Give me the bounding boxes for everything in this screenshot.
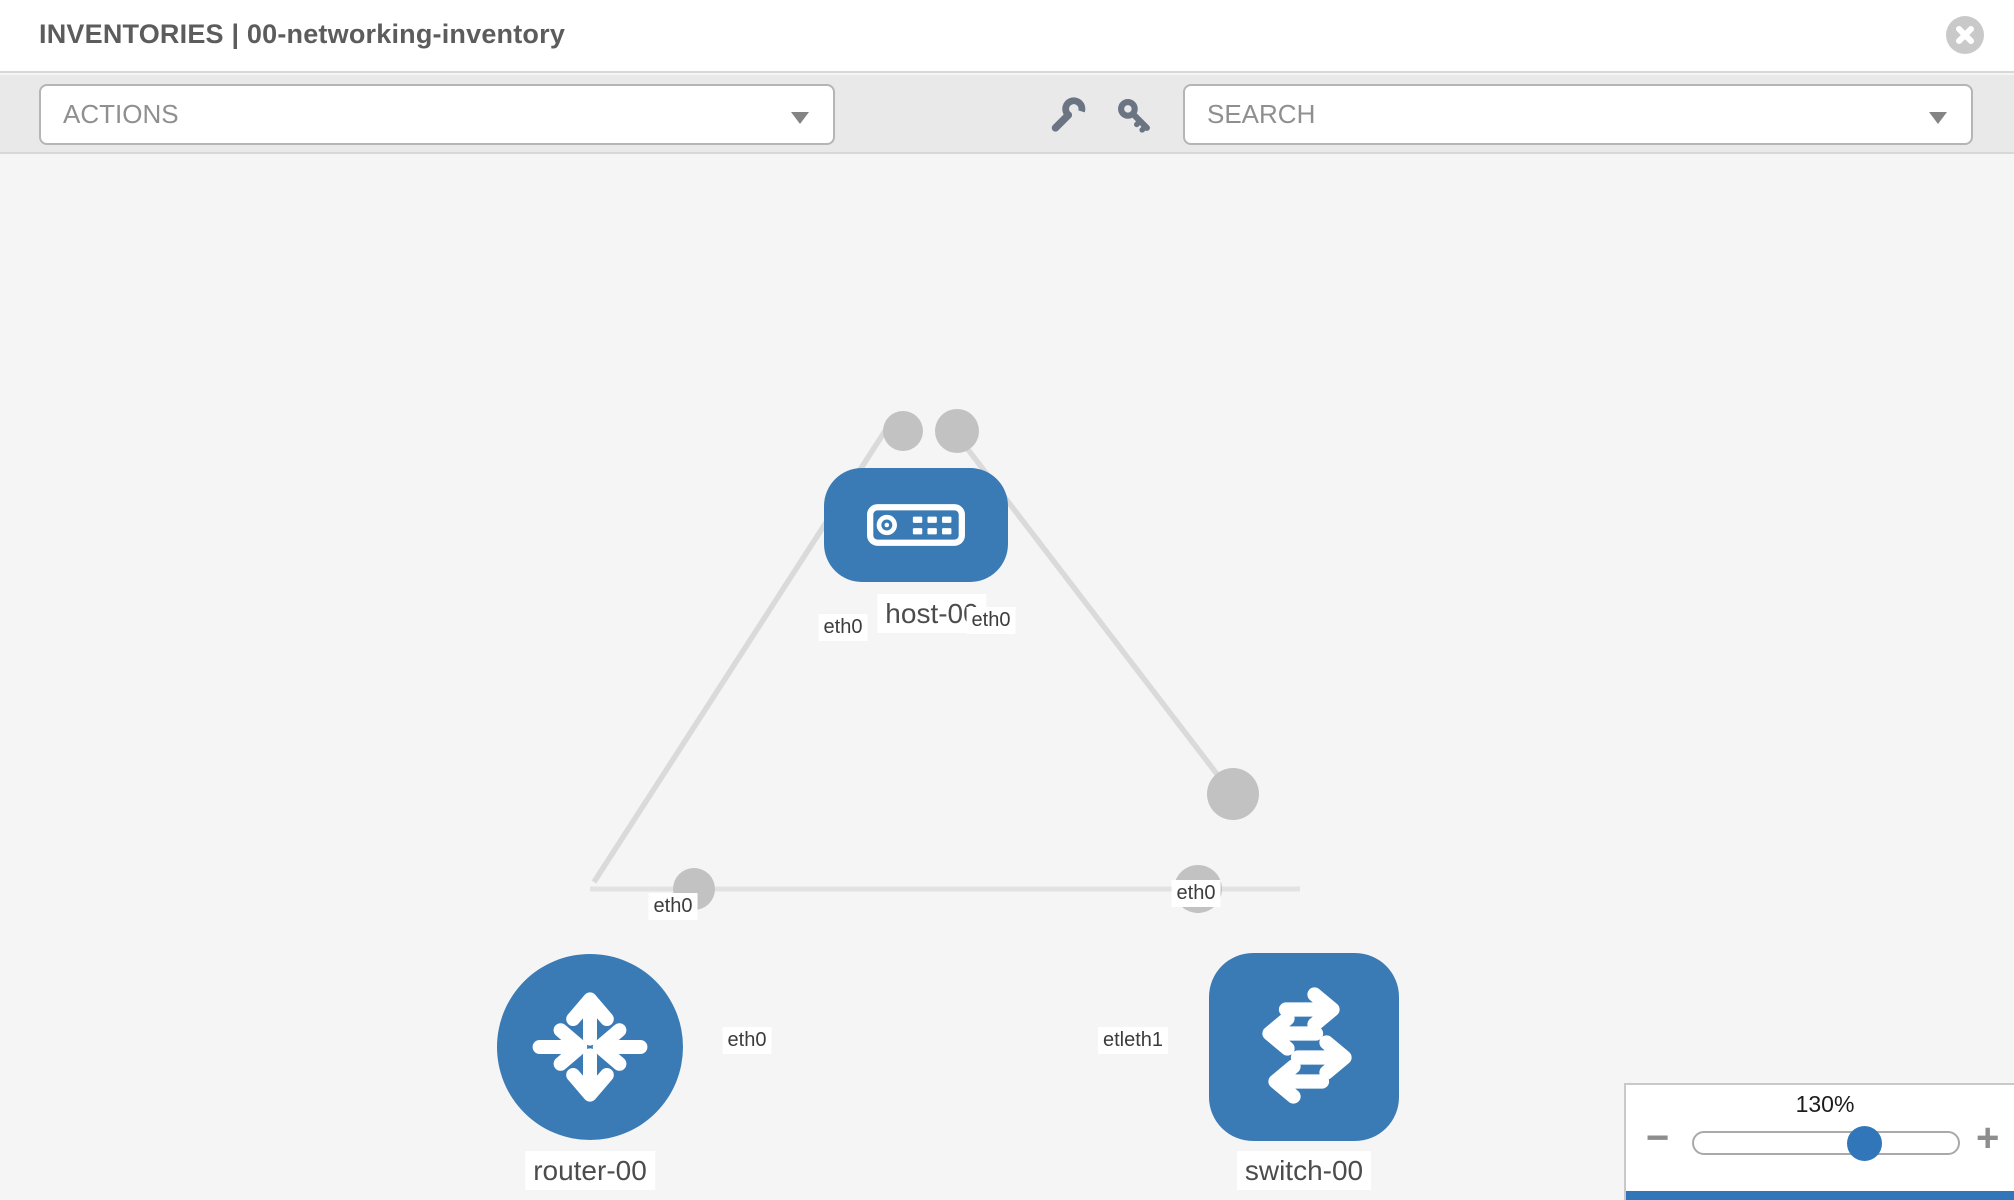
close-button[interactable]: [1946, 16, 1984, 54]
zoom-out-button[interactable]: −: [1646, 1116, 1670, 1160]
node-label-router: router-00: [525, 1151, 655, 1190]
toolbar: ACTIONS SEARCH: [0, 75, 2014, 154]
zoom-level-label: 130%: [1795, 1091, 1855, 1117]
zoom-slider-thumb[interactable]: [1847, 1126, 1882, 1161]
actions-dropdown[interactable]: ACTIONS: [39, 84, 835, 145]
topology-canvas[interactable]: host-00 router-00 switch-00 eth0 eth0 et…: [0, 156, 2014, 1200]
interface-dot: [883, 411, 923, 451]
node-label-switch: switch-00: [1236, 1151, 1372, 1190]
chevron-down-icon: [791, 112, 809, 124]
chevron-down-icon: [1929, 112, 1947, 124]
node-router-00[interactable]: [497, 954, 683, 1140]
tools-button[interactable]: [1045, 93, 1089, 137]
interface-label: eth0: [1171, 880, 1221, 907]
zoom-panel: 130% − +: [1624, 1083, 2014, 1200]
interface-label: eth0: [648, 893, 698, 920]
page-title: INVENTORIES | 00-networking-inventory: [39, 19, 566, 49]
actions-dropdown-label: ACTIONS: [63, 99, 179, 129]
header-bar: INVENTORIES | 00-networking-inventory: [0, 0, 2014, 73]
switch-icon: [1262, 987, 1352, 1104]
wrench-icon: [1051, 97, 1086, 132]
zoom-in-button[interactable]: +: [1976, 1116, 2000, 1160]
credentials-button[interactable]: [1112, 93, 1156, 137]
interface-label: eth0: [722, 1027, 772, 1054]
interface-dot: [935, 409, 979, 453]
host-icon: [867, 504, 965, 546]
search-dropdown[interactable]: SEARCH: [1183, 84, 1973, 145]
key-icon: [1118, 99, 1150, 133]
interface-label: eth0: [966, 607, 1016, 634]
close-icon: [1956, 26, 1974, 44]
zoom-slider-track[interactable]: [1692, 1131, 1960, 1155]
node-host-00[interactable]: [824, 468, 1008, 582]
interface-label: eth0: [818, 614, 868, 641]
search-dropdown-label: SEARCH: [1207, 99, 1316, 129]
interface-label: etleth1: [1097, 1027, 1169, 1054]
router-icon: [532, 992, 648, 1102]
interface-dot: [1207, 768, 1259, 820]
zoom-panel-accent-strip: [1626, 1191, 2014, 1200]
links-layer: [590, 409, 1300, 913]
node-switch-00[interactable]: [1209, 953, 1399, 1141]
